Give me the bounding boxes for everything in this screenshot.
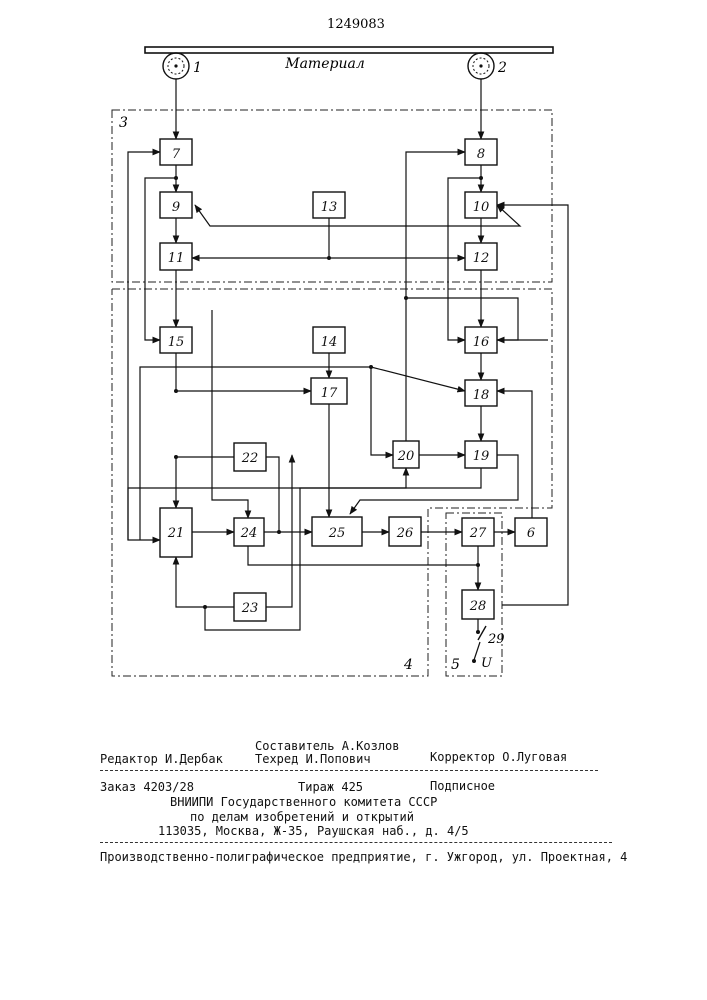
switch-29: 29 U: [472, 626, 505, 671]
svg-text:17: 17: [321, 386, 338, 401]
svg-text:15: 15: [168, 335, 185, 350]
corrector-credit: Корректор О.Луговая: [430, 750, 567, 764]
svg-text:16: 16: [473, 335, 490, 350]
techred-credit: Техред И.Попович: [255, 752, 371, 766]
unit-4-label: 4: [403, 657, 413, 673]
switch-label: 29: [487, 632, 505, 647]
order-number: Заказ 4203/28: [100, 780, 194, 794]
unit-3-label: 3: [119, 115, 128, 131]
block-6: 6: [515, 518, 547, 546]
block-18: 18: [465, 380, 497, 406]
block-23: 23: [234, 593, 266, 621]
subscription: Подписное: [430, 779, 495, 793]
voltage-label: U: [481, 656, 493, 671]
block-9: 9: [160, 192, 192, 218]
block-13: 13: [313, 192, 345, 218]
editor-credit: Редактор И.Дербак: [100, 752, 223, 766]
block-16: 16: [465, 327, 497, 353]
svg-text:14: 14: [321, 335, 338, 350]
material-strip: [145, 47, 553, 53]
rule-2: [100, 842, 612, 843]
svg-text:8: 8: [477, 147, 485, 162]
block-24: 24: [234, 518, 264, 546]
block-19: 19: [465, 441, 497, 468]
svg-text:28: 28: [469, 599, 487, 614]
block-12: 12: [465, 243, 497, 270]
svg-text:19: 19: [473, 449, 490, 464]
sensor-2-label: 2: [497, 60, 507, 76]
svg-text:11: 11: [168, 251, 185, 266]
block-diagram: 1249083 Материал 1 2 3 4 5: [0, 0, 707, 700]
svg-text:22: 22: [241, 451, 259, 466]
block-25: 25: [312, 517, 362, 546]
block-14: 14: [313, 327, 345, 353]
svg-text:7: 7: [172, 147, 181, 162]
svg-text:13: 13: [321, 200, 338, 215]
org-line-2: по делам изобретений и открытий: [190, 810, 414, 824]
sensor-1: 1: [163, 53, 202, 79]
svg-text:20: 20: [397, 449, 415, 464]
svg-text:26: 26: [396, 526, 414, 541]
svg-text:21: 21: [167, 526, 185, 541]
material-label: Материал: [284, 56, 364, 72]
block-22: 22: [234, 443, 266, 471]
circulation: Тираж 425: [298, 780, 363, 794]
svg-text:12: 12: [473, 251, 490, 266]
svg-text:25: 25: [328, 526, 346, 541]
patent-number: 1249083: [327, 17, 385, 32]
compiler-credit: Составитель А.Козлов: [255, 739, 400, 753]
svg-text:24: 24: [240, 526, 258, 541]
svg-text:10: 10: [473, 200, 490, 215]
block-28: 28: [462, 590, 494, 619]
svg-text:23: 23: [241, 601, 259, 616]
rule-1: [100, 770, 598, 771]
blocks: 7 8 9 10 11 12 13 14 15 16 17 18 19 20 2…: [160, 139, 547, 621]
printer-line: Производственно-полиграфическое предприя…: [100, 850, 627, 864]
address: 113035, Москва, Ж-35, Раушская наб., д. …: [158, 824, 469, 838]
block-27: 27: [462, 518, 494, 546]
block-11: 11: [160, 243, 192, 270]
block-21: 21: [160, 508, 192, 557]
svg-text:9: 9: [172, 200, 180, 215]
block-7: 7: [160, 139, 192, 165]
block-26: 26: [389, 517, 421, 546]
block-20: 20: [393, 441, 419, 468]
block-15: 15: [160, 327, 192, 353]
sensor-1-label: 1: [193, 60, 202, 76]
org-line-1: ВНИИПИ Государственного комитета СССР: [170, 795, 437, 809]
block-8: 8: [465, 139, 497, 165]
unit-5-label: 5: [451, 657, 460, 673]
sensor-2: 2: [468, 53, 507, 79]
svg-text:18: 18: [473, 388, 490, 403]
block-17: 17: [311, 378, 347, 404]
block-10: 10: [465, 192, 497, 218]
svg-text:6: 6: [527, 526, 535, 541]
svg-text:27: 27: [469, 526, 487, 541]
